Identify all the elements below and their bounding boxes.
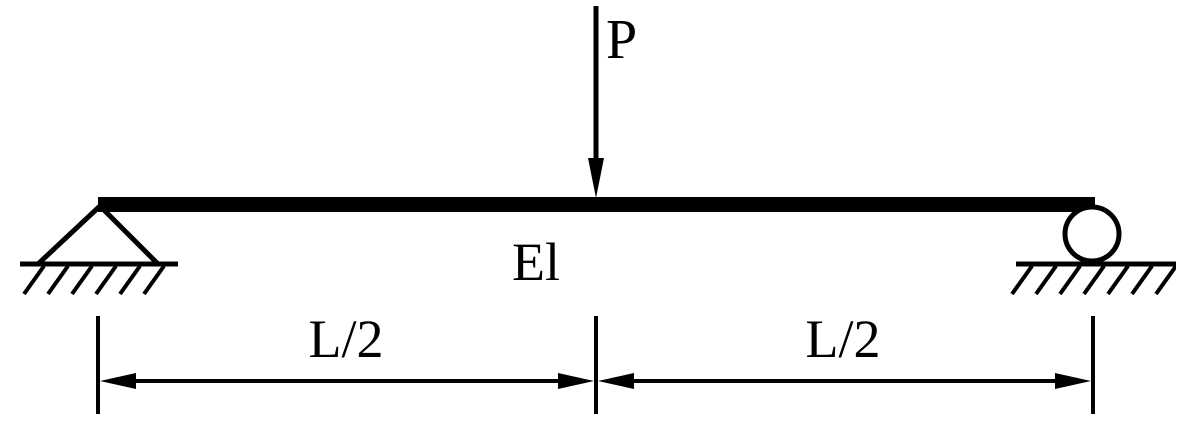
dimension-line-left [100,373,594,389]
pin-support [20,204,178,296]
span-label-left: L/2 [309,309,384,369]
span-label-right: L/2 [806,309,881,369]
roller-support [1010,204,1176,296]
dimension-line-right [598,373,1091,389]
stiffness-label: El [512,232,560,292]
load-arrow [588,6,604,198]
beam [98,197,1095,212]
load-label: P [606,9,637,71]
